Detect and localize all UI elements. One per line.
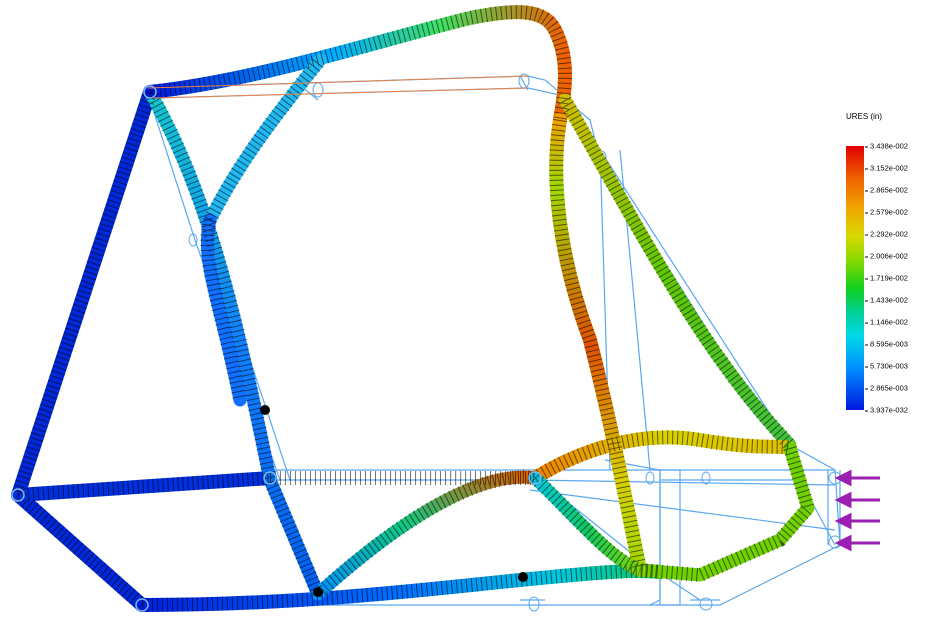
legend-tick: 5.730e-003 — [865, 362, 908, 371]
force-arrow-icon — [834, 491, 880, 509]
front-bulkhead — [633, 441, 815, 582]
legend-tick: 1.433e-002 — [865, 296, 908, 305]
color-legend: URES (in) 3.438e-002 3.152e-002 2.865e-0… — [842, 112, 926, 422]
legend-tick: 3.152e-002 — [865, 164, 908, 173]
force-arrow-icon — [834, 534, 880, 552]
bottom-longitudinal — [135, 563, 667, 612]
fixture-points — [260, 405, 528, 597]
legend-tick: 3.937e-032 — [865, 406, 908, 415]
force-arrow-icon — [834, 469, 880, 487]
top-longitudinal — [143, 5, 572, 127]
legend-tick: 2.292e-002 — [865, 230, 908, 239]
legend-tick: 2.865e-003 — [865, 384, 908, 393]
load-arrows — [830, 468, 890, 558]
roll-hoop-brace — [203, 53, 327, 227]
legend-color-bar — [846, 146, 864, 410]
roll-hoop-lower — [200, 213, 247, 407]
legend-tick: 8.595e-003 — [865, 340, 908, 349]
inner-diagonal — [143, 85, 325, 601]
main-hoop — [549, 113, 647, 577]
legend-tick: 1.719e-002 — [865, 274, 908, 283]
lower-diagonal — [311, 470, 542, 601]
force-arrow-icon — [834, 512, 880, 530]
bottom-cross — [11, 488, 149, 612]
node-rings — [11, 85, 542, 612]
mesh-hatching — [11, 5, 816, 612]
legend-tick: 2.579e-002 — [865, 208, 908, 217]
legend-tick: 1.146e-002 — [865, 318, 908, 327]
undeformed-outline — [17, 75, 841, 606]
front-lower-diagonal — [528, 471, 647, 577]
front-hoop-upper — [558, 93, 797, 452]
legend-title: URES (in) — [846, 112, 883, 121]
legend-tick: 2.006e-002 — [865, 252, 908, 261]
legend-tick: 2.865e-002 — [865, 186, 908, 195]
deformed-tubes — [11, 5, 815, 612]
top-rail-reference — [147, 75, 529, 99]
legend-tick: 3.438e-002 — [865, 142, 908, 151]
